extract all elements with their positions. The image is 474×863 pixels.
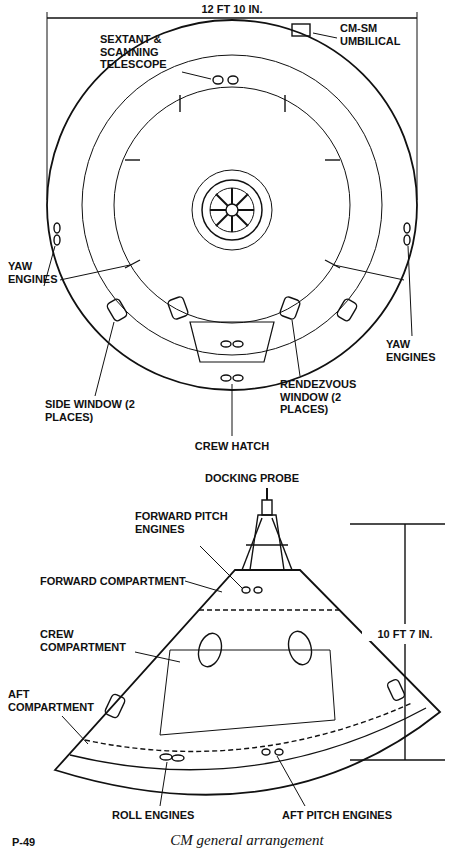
part-label: AFT COMPARTMENT: [8, 688, 108, 713]
figure-number: P-49: [12, 836, 62, 849]
dimension-label: 12 FT 10 IN.: [187, 3, 277, 16]
part-label: CREW COMPARTMENT: [40, 628, 140, 653]
part-label: CREW HATCH: [187, 440, 277, 453]
part-label: SEXTANT & SCANNING TELESCOPE: [100, 33, 200, 71]
part-label: FORWARD COMPARTMENT: [40, 575, 190, 588]
part-label: RENDEZVOUS WINDOW (2 PLACES): [280, 378, 390, 416]
dimension-label: 10 FT 7 IN.: [362, 628, 448, 641]
part-label: ROLL ENGINES: [112, 809, 212, 822]
part-label: AFT PITCH ENGINES: [282, 809, 432, 822]
part-label: SIDE WINDOW (2 PLACES): [45, 398, 165, 423]
figure-caption: CM general arrangement: [170, 832, 323, 849]
part-label: YAW ENGINES: [386, 338, 461, 363]
part-label: YAW ENGINES: [8, 260, 78, 285]
part-label: CM-SM UMBILICAL: [340, 22, 430, 47]
part-label: DOCKING PROBE: [205, 472, 315, 485]
part-label: FORWARD PITCH ENGINES: [135, 510, 230, 535]
